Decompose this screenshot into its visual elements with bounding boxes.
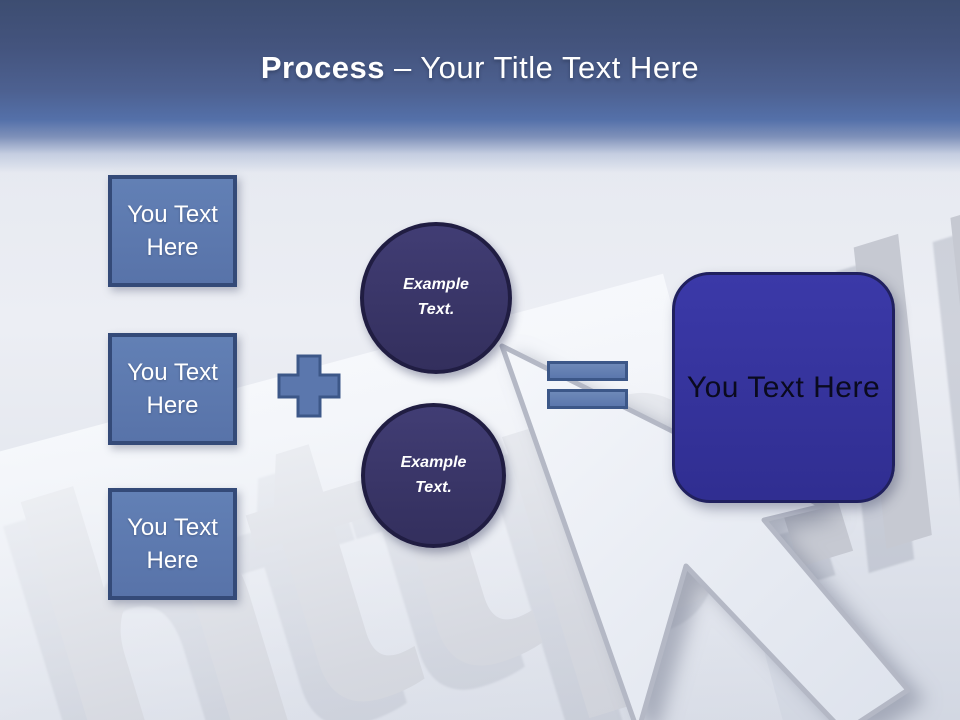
box-label: You Text Here [127,200,218,261]
circle-label: Example Text. [403,276,469,318]
title-emphasis: Process [260,50,386,85]
box-label: You Text Here [127,513,218,574]
text-placeholder-box-2[interactable]: You Text Here [108,333,237,445]
result-label: You Text Here [686,370,881,404]
result-placeholder-box[interactable]: You Text Here [672,272,895,503]
title-rest: – Your Title Text Here [394,50,700,85]
text-placeholder-box-3[interactable]: You Text Here [108,488,237,600]
box-label: You Text Here [127,358,218,419]
equals-bar-bottom [547,389,628,409]
header-band [0,0,960,190]
equals-icon [547,361,628,409]
plus-icon [277,354,341,418]
circle-label: Example Text. [400,453,467,496]
equals-bar-top [547,361,628,381]
example-circle-2[interactable]: Example Text. [361,403,506,548]
slide-title: Process– Your Title Text Here [0,50,960,86]
example-circle-1[interactable]: Example Text. [360,222,512,374]
text-placeholder-box-1[interactable]: You Text Here [108,175,237,287]
